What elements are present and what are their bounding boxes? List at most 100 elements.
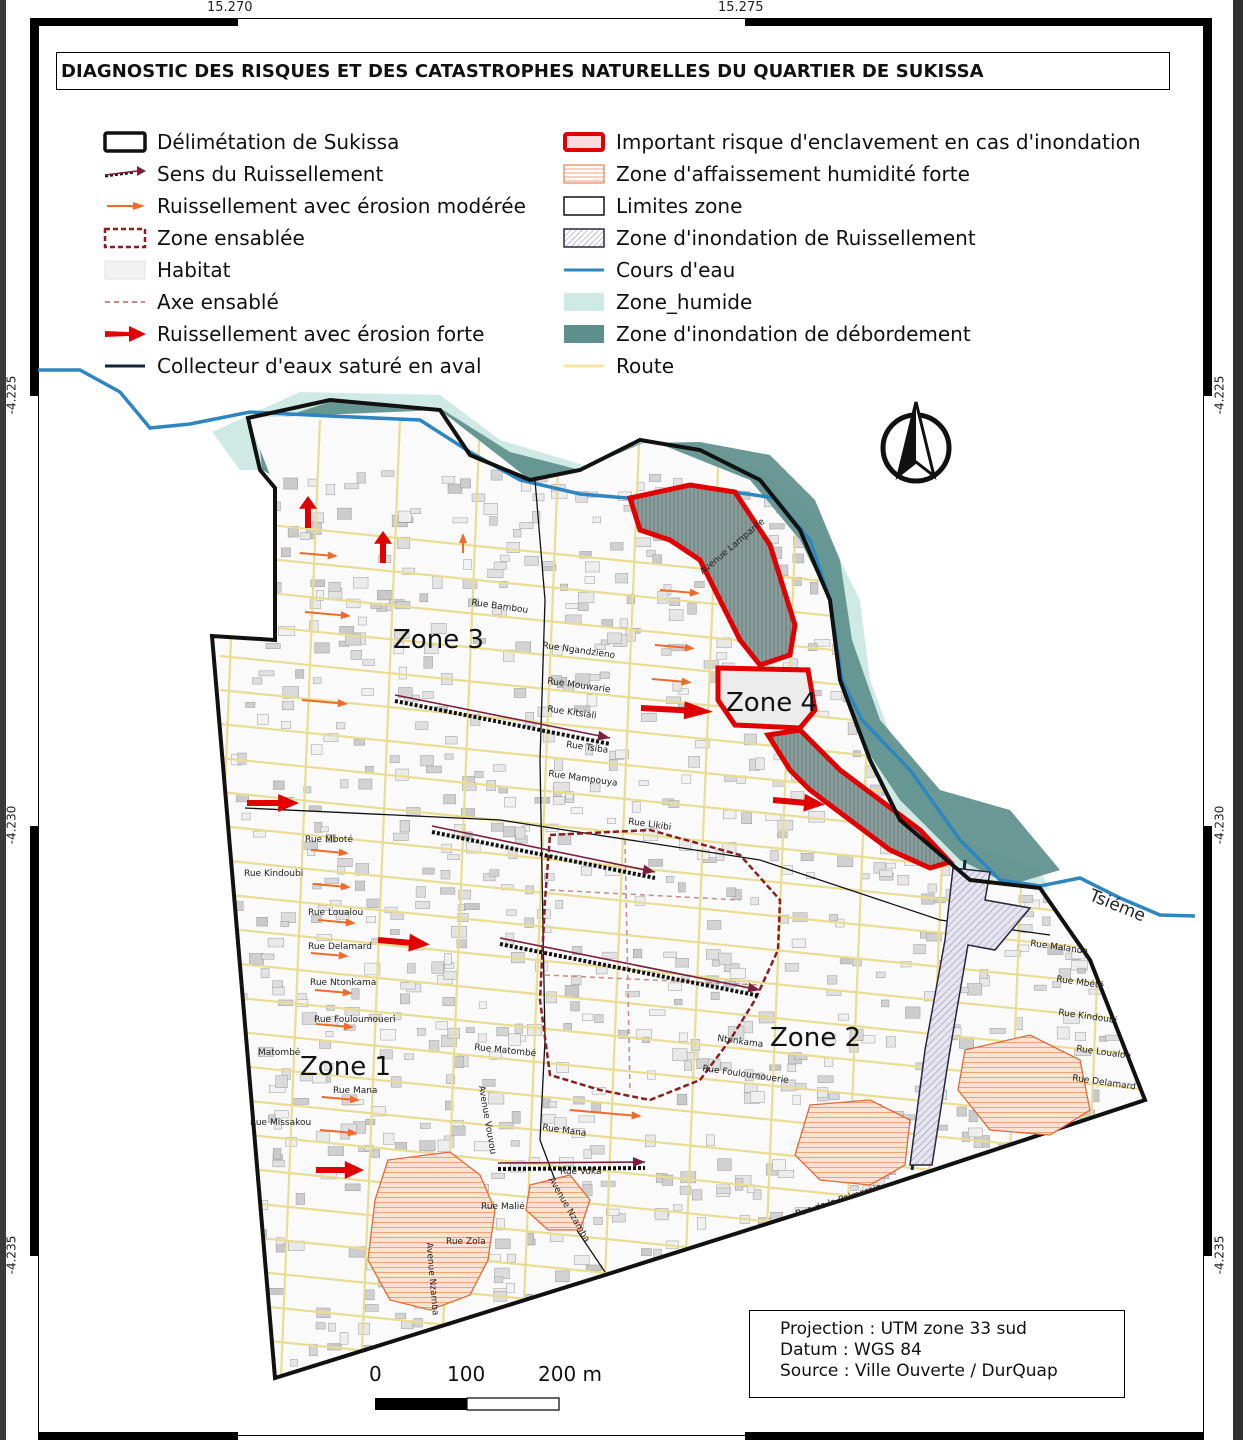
building xyxy=(395,768,409,781)
building xyxy=(631,801,641,813)
building xyxy=(694,581,705,588)
building xyxy=(247,1364,256,1376)
building xyxy=(905,1006,921,1019)
legend-label: Limites zone xyxy=(616,194,743,218)
building xyxy=(772,1159,786,1171)
building xyxy=(988,516,1000,523)
building xyxy=(508,1033,521,1046)
building xyxy=(937,760,952,772)
building xyxy=(410,508,422,514)
building xyxy=(524,917,534,928)
building xyxy=(327,1146,344,1156)
building xyxy=(437,1139,451,1153)
building xyxy=(503,1349,516,1357)
building xyxy=(1018,730,1027,743)
building xyxy=(1032,1210,1044,1222)
building xyxy=(462,579,478,589)
building xyxy=(1034,620,1042,632)
building xyxy=(265,643,281,650)
building xyxy=(340,779,349,789)
building xyxy=(792,1094,801,1105)
building xyxy=(1034,1146,1044,1155)
building xyxy=(941,643,955,652)
building xyxy=(1076,620,1086,630)
building xyxy=(253,1357,268,1368)
building xyxy=(878,543,890,552)
street-label: Matombé xyxy=(258,1048,301,1058)
building xyxy=(450,1125,466,1136)
building xyxy=(458,889,471,900)
building xyxy=(849,1028,864,1041)
building xyxy=(752,1189,762,1200)
building xyxy=(268,1288,285,1295)
building xyxy=(756,1072,765,1080)
building xyxy=(718,1311,726,1324)
building xyxy=(444,953,452,965)
building xyxy=(750,897,759,906)
building xyxy=(665,876,674,883)
building xyxy=(608,1303,625,1316)
building xyxy=(1055,720,1063,727)
building xyxy=(757,1234,771,1244)
building xyxy=(1118,1188,1135,1196)
building xyxy=(592,516,602,523)
building xyxy=(979,969,988,979)
building xyxy=(594,643,606,650)
building xyxy=(594,1014,604,1024)
building xyxy=(506,541,520,553)
map-title: DIAGNOSTIC DES RISQUES ET DES CATASTROPH… xyxy=(61,60,984,82)
building xyxy=(313,677,322,684)
building xyxy=(1123,493,1140,501)
building xyxy=(280,921,290,928)
building xyxy=(1001,499,1014,510)
building xyxy=(1006,721,1015,729)
road-segment xyxy=(278,419,322,1378)
building xyxy=(301,1012,317,1025)
building xyxy=(493,764,506,772)
legend-label: Zone d'affaissement humidité forte xyxy=(616,162,970,186)
building xyxy=(419,593,429,603)
building xyxy=(646,549,656,557)
building xyxy=(1088,1176,1097,1185)
building xyxy=(496,1027,509,1037)
building xyxy=(1077,967,1086,974)
building xyxy=(881,999,890,1008)
building xyxy=(574,705,591,713)
building xyxy=(303,786,312,794)
building xyxy=(897,875,910,886)
building xyxy=(558,1157,574,1166)
building xyxy=(447,1027,460,1039)
building xyxy=(273,1119,282,1130)
building xyxy=(252,677,263,685)
building xyxy=(649,1009,666,1016)
building xyxy=(614,1314,624,1323)
building xyxy=(493,561,507,570)
legend-label: Collecteur d'eaux saturé en aval xyxy=(157,354,482,378)
building xyxy=(1146,1105,1158,1113)
street-label: Rue Delamard xyxy=(308,942,372,952)
building xyxy=(424,644,439,654)
building xyxy=(607,632,622,644)
building xyxy=(345,633,362,646)
moderate-erosion-arrow xyxy=(569,1109,642,1120)
building xyxy=(668,609,684,621)
street-label: Rue Ntonkama xyxy=(310,978,377,988)
building xyxy=(344,1007,360,1016)
building xyxy=(718,952,732,966)
enclave-risk-zone-south xyxy=(763,727,955,871)
building xyxy=(430,623,447,635)
building xyxy=(314,642,330,654)
building xyxy=(295,669,305,679)
legend-label: Cours d'eau xyxy=(616,258,736,282)
building xyxy=(929,657,940,669)
building xyxy=(618,1029,628,1039)
building xyxy=(724,1304,738,1316)
building xyxy=(394,630,410,640)
building xyxy=(514,1023,523,1034)
building xyxy=(861,497,871,506)
building xyxy=(535,1306,547,1319)
building xyxy=(479,1334,492,1341)
frame-bar-left-1 xyxy=(30,18,38,396)
building xyxy=(554,758,564,771)
